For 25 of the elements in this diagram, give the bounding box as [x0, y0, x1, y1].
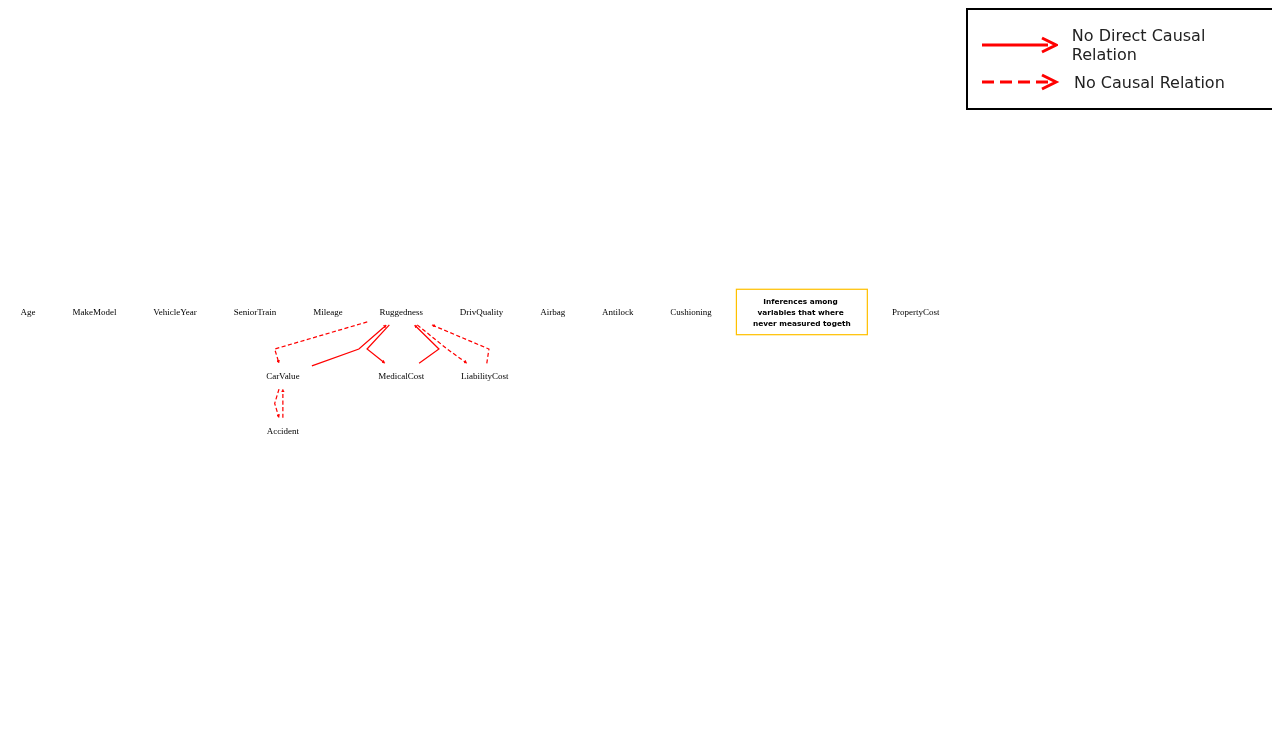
arrow [366, 323, 390, 364]
legend-text: No Direct Causal Relation [1071, 26, 1207, 64]
node-text: Airbag [540, 306, 566, 317]
node-text: PropertyCost [891, 306, 940, 317]
arrow [414, 324, 440, 364]
node-text: Mileage [313, 306, 343, 317]
node-text: Ruggedness [379, 306, 423, 317]
arrow [416, 323, 468, 364]
legend-text: No Causal Relation [1074, 72, 1225, 92]
node-text: Cushioning [670, 306, 712, 317]
node-text: MakeModel [72, 306, 117, 317]
node-text: Age [20, 306, 36, 317]
arrow [274, 388, 280, 418]
arrow [431, 324, 490, 364]
arrow [311, 324, 387, 367]
node-text: CarValue [266, 370, 300, 381]
node-text: MedicalCost [378, 370, 425, 381]
node-text: LiabilityCost [461, 370, 509, 381]
node-text: Antilock [601, 306, 634, 317]
arrow [281, 388, 285, 418]
node-text: SeniorTrain [233, 306, 277, 317]
node-text: DrivQuality [459, 306, 504, 317]
arrow [273, 320, 368, 364]
node-text: VehicleYear [153, 306, 197, 317]
node-text: Accident [266, 425, 300, 436]
